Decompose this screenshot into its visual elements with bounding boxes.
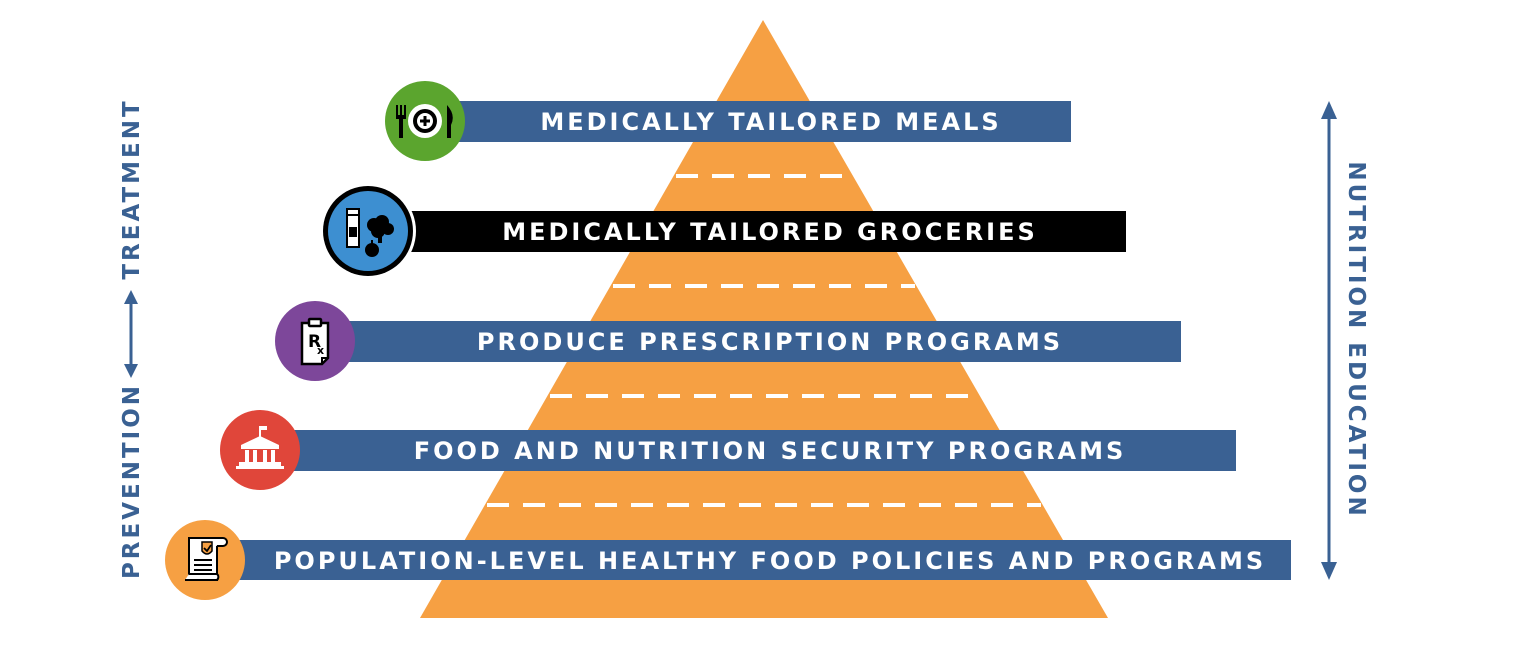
tier-label: PRODUCE PRESCRIPTION PROGRAMS <box>477 328 1063 356</box>
tier-5: POPULATION-LEVEL HEALTHY FOOD POLICIES A… <box>165 520 1291 600</box>
tier-label: MEDICALLY TAILORED MEALS <box>540 108 1001 136</box>
left-axis: PREVENTION TREATMENT <box>119 98 145 579</box>
policy-document-shield-icon <box>165 520 245 600</box>
double-arrow-icon <box>1321 101 1337 580</box>
svg-text:x: x <box>317 344 324 357</box>
tier-label: POPULATION-LEVEL HEALTHY FOOD POLICIES A… <box>274 547 1266 575</box>
right-axis-label: NUTRITION EDUCATION <box>1343 161 1369 518</box>
right-axis: NUTRITION EDUCATION <box>1321 101 1369 580</box>
tier-label: FOOD AND NUTRITION SECURITY PROGRAMS <box>414 437 1127 465</box>
tier-dividers <box>487 174 1041 507</box>
groceries-bottle-broccoli-apple-icon <box>320 183 416 279</box>
tier-3: PRODUCE PRESCRIPTION PROGRAMS R x <box>275 301 1181 381</box>
tier-bar <box>425 101 1071 142</box>
tier-bar <box>206 540 1291 580</box>
government-building-icon <box>220 410 300 490</box>
tier-2: MEDICALLY TAILORED GROCERIES <box>320 183 1126 279</box>
tier-label: MEDICALLY TAILORED GROCERIES <box>502 218 1038 246</box>
tier-4: FOOD AND NUTRITION SECURITY PROGRAMS <box>220 410 1236 490</box>
plate-fork-knife-icon <box>385 81 465 161</box>
tier-1: MEDICALLY TAILORED MEALS <box>385 81 1071 161</box>
prescription-clipboard-icon: R x <box>275 301 355 381</box>
left-axis-bottom-label: PREVENTION <box>119 383 145 579</box>
left-axis-top-label: TREATMENT <box>119 98 145 279</box>
tier-bar <box>261 430 1236 471</box>
tier-bar <box>371 211 1126 252</box>
double-arrow-icon <box>124 290 138 378</box>
svg-text:R: R <box>308 332 321 352</box>
tier-bar <box>316 321 1181 362</box>
